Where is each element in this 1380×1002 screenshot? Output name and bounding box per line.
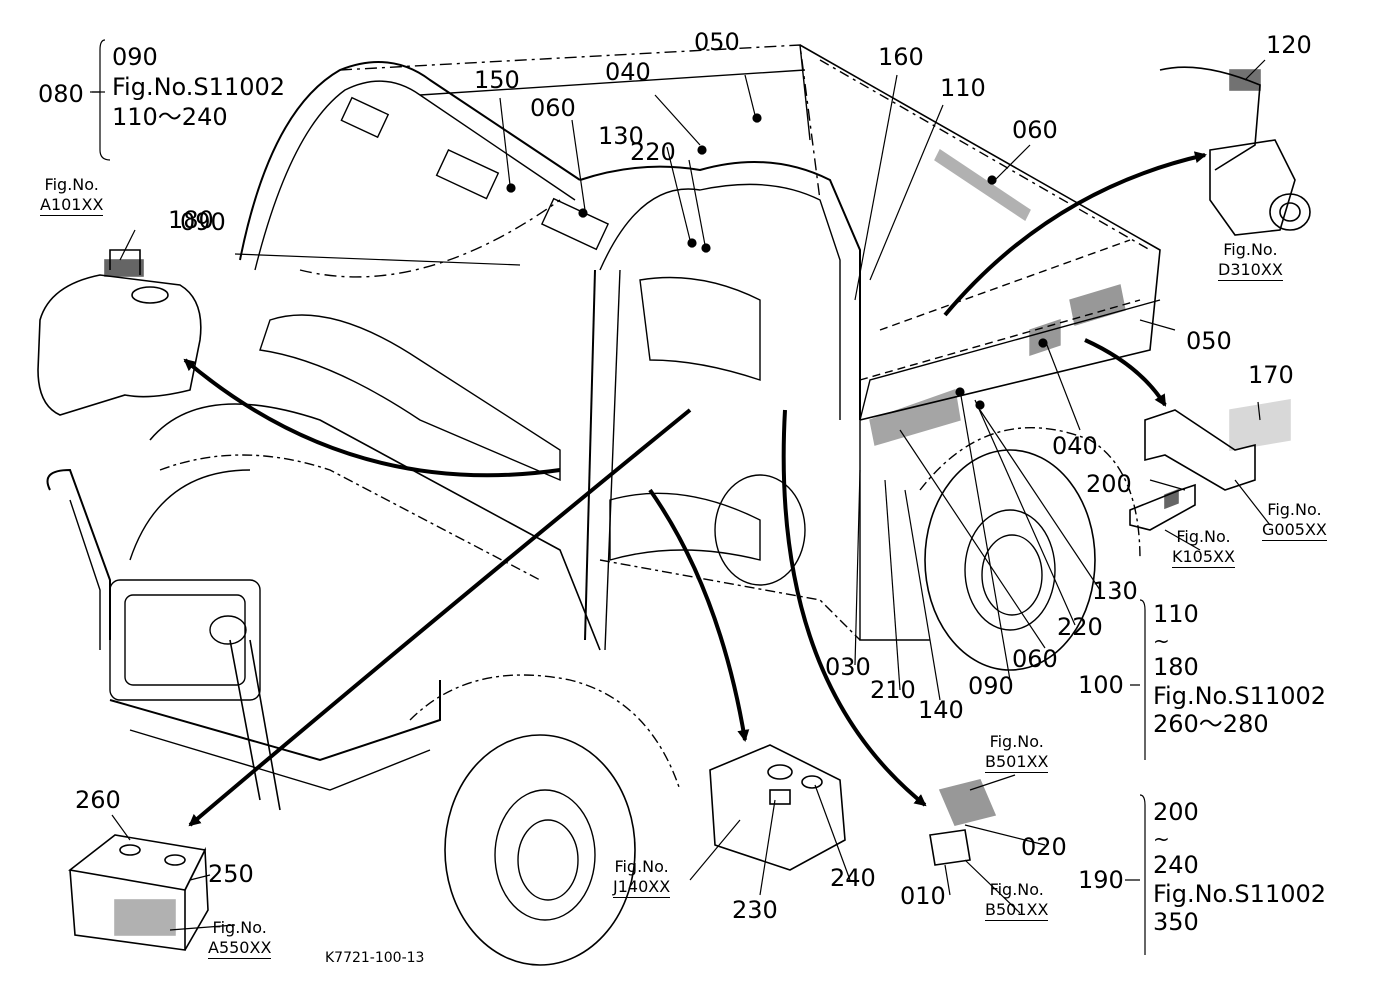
callout-200: 200 [1086, 470, 1132, 498]
fig-ref-j140-code: J140XX [613, 877, 671, 898]
fig-ref-a550-prefix: Fig.No. [212, 918, 267, 937]
callout-090-bottom: 090 [968, 672, 1014, 700]
fig-ref-k105[interactable]: Fig.No. K105XX [1172, 527, 1235, 568]
callout-160: 160 [878, 43, 924, 71]
group-190-tilde: ~ [1153, 826, 1170, 851]
leader-lines [90, 39, 1271, 955]
fig-ref-g005-prefix: Fig.No. [1267, 500, 1322, 519]
fig-ref-d310-prefix: Fig.No. [1223, 240, 1278, 259]
fig-ref-j140-prefix: Fig.No. [614, 857, 669, 876]
callout-220-right: 220 [1057, 613, 1103, 641]
group-100-end: 180 [1153, 652, 1199, 681]
fig-ref-a101[interactable]: Fig.No. A101XX [40, 175, 104, 216]
fig-ref-b501-lower[interactable]: Fig.No. B501XX [985, 880, 1049, 921]
fig-ref-g005[interactable]: Fig.No. G005XX [1262, 500, 1327, 541]
callout-190: 190 [1078, 866, 1124, 894]
fig-ref-k105-prefix: Fig.No. [1176, 527, 1231, 546]
group-080: 090 Fig.No.S11002 110～240 [112, 42, 285, 132]
group-100-tilde: ~ [1153, 628, 1170, 653]
callout-060-top: 060 [530, 94, 576, 122]
bracket-drawing [1129, 399, 1291, 531]
fig-ref-g005-code: G005XX [1262, 520, 1327, 541]
group-190-end: 240 [1153, 850, 1199, 879]
fig-ref-a101-prefix: Fig.No. [44, 175, 99, 194]
callout-260: 260 [75, 786, 121, 814]
fig-ref-b501-upper-prefix: Fig.No. [989, 732, 1044, 751]
callout-020: 020 [1021, 833, 1067, 861]
callout-040-right: 040 [1052, 432, 1098, 460]
callout-130-right: 130 [1092, 577, 1138, 605]
drawing-code: K7721-100-13 [325, 950, 424, 966]
group-080-range: 110～240 [112, 103, 228, 131]
battery-drawing [68, 834, 209, 951]
air-cleaner-drawing [1159, 66, 1311, 236]
fig-ref-b501-lower-prefix: Fig.No. [989, 880, 1044, 899]
callout-010: 010 [900, 882, 946, 910]
callout-170: 170 [1248, 361, 1294, 389]
callout-220-top: 220 [630, 138, 676, 166]
callout-030: 030 [825, 653, 871, 681]
arrow-to-air-cleaner [943, 151, 1207, 317]
callout-110: 110 [940, 74, 986, 102]
fig-ref-a101-code: A101XX [40, 195, 104, 216]
fig-ref-b501-upper-code: B501XX [985, 752, 1049, 773]
fuel-tank-drawing [37, 249, 202, 416]
callout-180: 180 [168, 206, 214, 234]
fig-ref-j140[interactable]: Fig.No. J140XX [613, 857, 671, 898]
arrow-to-reservoir [648, 488, 750, 742]
fig-ref-d310-code: D310XX [1218, 260, 1283, 281]
group-100-range: 260～280 [1153, 710, 1269, 739]
callout-140: 140 [918, 696, 964, 724]
arrow-to-relay [781, 409, 927, 807]
callout-120: 120 [1266, 31, 1312, 59]
arrow-to-bracket [1084, 338, 1167, 407]
callout-250: 250 [208, 860, 254, 888]
callout-080: 080 [38, 80, 84, 108]
fig-ref-b501-upper[interactable]: Fig.No. B501XX [985, 732, 1049, 773]
relay-drawing [929, 779, 997, 866]
callout-230: 230 [732, 896, 778, 924]
fig-ref-a550-code: A550XX [208, 938, 272, 959]
group-190-start: 200 [1153, 798, 1199, 826]
group-080-fig: Fig.No.S11002 [112, 73, 286, 101]
direction-arrows [183, 151, 1207, 827]
arrow-to-fuel-tank [183, 358, 561, 478]
callout-040-top: 040 [605, 58, 651, 86]
vehicle-drawing [46, 44, 1161, 966]
group-080-start: 090 [112, 43, 158, 71]
group-190: 200 ~ 240 Fig.No.S11002 350 [1153, 798, 1326, 937]
callout-240: 240 [830, 864, 876, 892]
callout-150: 150 [474, 66, 520, 94]
callout-060-right: 060 [1012, 116, 1058, 144]
group-100-start: 110 [1153, 600, 1199, 628]
group-190-fig: Fig.No.S11002 [1153, 879, 1327, 908]
group-100: 110 ~ 180 Fig.No.S11002 260～280 [1153, 600, 1326, 739]
fig-ref-b501-lower-code: B501XX [985, 900, 1049, 921]
group-190-range: 350 [1153, 908, 1199, 937]
fig-ref-k105-code: K105XX [1172, 547, 1235, 568]
fig-ref-a550[interactable]: Fig.No. A550XX [208, 918, 272, 959]
callout-130-top: 130 [598, 122, 644, 150]
group-100-fig: Fig.No.S11002 [1153, 681, 1327, 710]
callout-060-bottom: 060 [1012, 645, 1058, 673]
fig-ref-d310[interactable]: Fig.No. D310XX [1218, 240, 1283, 281]
callout-050-right: 050 [1186, 327, 1232, 355]
callout-100: 100 [1078, 671, 1124, 699]
arrow-to-battery [188, 408, 692, 827]
callout-090-left: 090 [180, 208, 226, 236]
reservoir-tank-drawing [709, 744, 846, 871]
callout-050-top: 050 [694, 28, 740, 56]
callout-210: 210 [870, 676, 916, 704]
